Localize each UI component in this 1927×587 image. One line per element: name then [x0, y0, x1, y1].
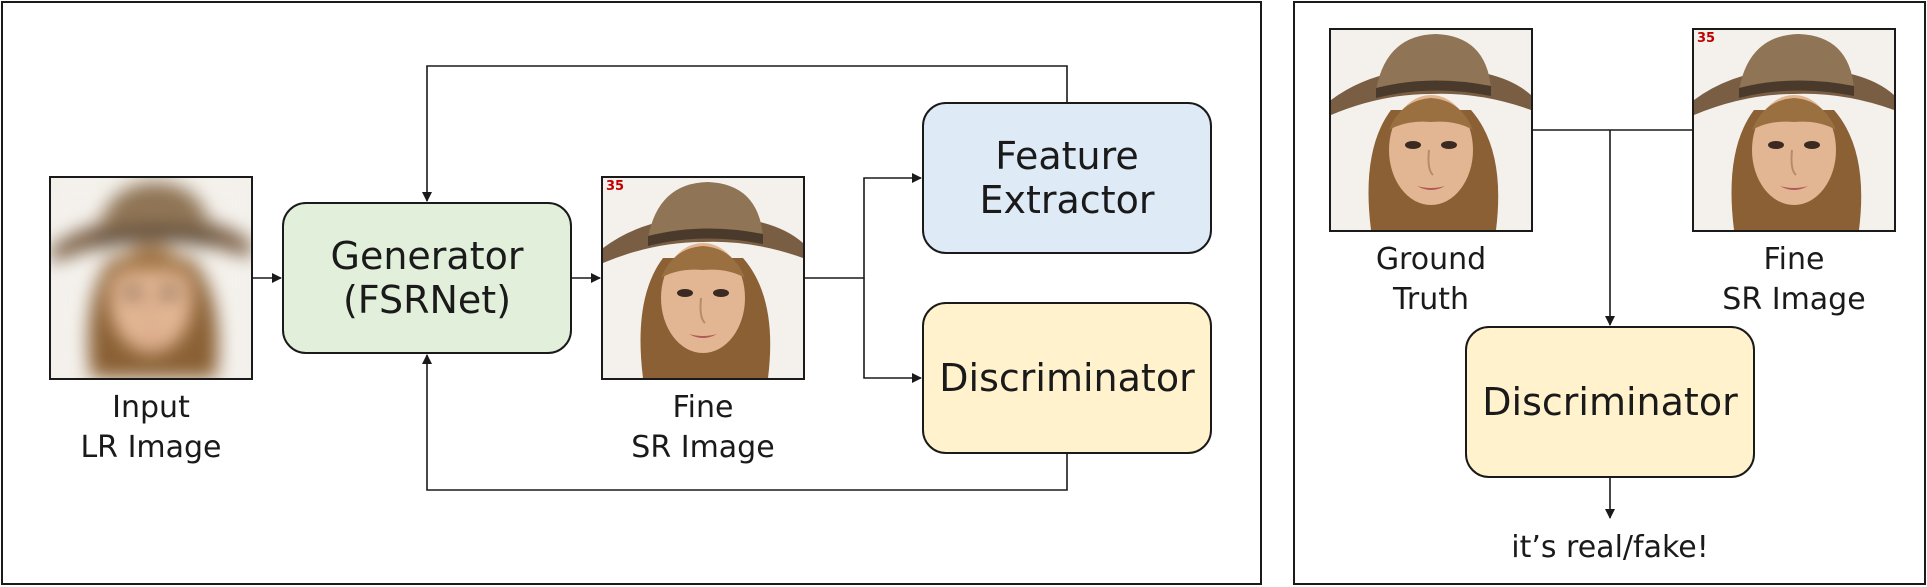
discriminator-label: Discriminator	[1482, 380, 1738, 424]
ground-truth-image	[1329, 28, 1533, 232]
discriminator-label: Discriminator	[939, 356, 1195, 400]
generator-label: Generator	[330, 234, 524, 278]
ground-truth-caption: Ground Truth	[1321, 240, 1541, 320]
feature-extractor-label: Feature	[995, 134, 1139, 178]
discriminator-box-right: Discriminator	[1465, 326, 1755, 478]
caption-line: Truth	[1392, 282, 1470, 317]
sr-image-badge: 35	[606, 179, 625, 194]
caption-line: SR Image	[1722, 282, 1866, 317]
input-lr-image	[49, 176, 253, 380]
caption-line: Fine	[1763, 242, 1825, 277]
caption-line: Ground	[1375, 242, 1487, 277]
caption-line: Input	[112, 390, 190, 425]
feature-extractor-label: Extractor	[979, 178, 1155, 222]
generator-sublabel: (FSRNet)	[342, 278, 512, 322]
feature-extractor-box: Feature Extractor	[922, 102, 1212, 254]
sr-image-badge: 35	[1697, 31, 1716, 46]
fine-sr-image: 35	[601, 176, 805, 380]
input-lr-image-caption: Input LR Image	[41, 388, 261, 468]
verdict-text: it’s real/fake!	[1511, 530, 1709, 565]
caption-line: SR Image	[631, 430, 775, 465]
fine-sr-image-caption: Fine SR Image	[593, 388, 813, 468]
generator-box: Generator (FSRNet)	[282, 202, 572, 354]
caption-line: LR Image	[80, 430, 222, 465]
fine-sr-image-right-caption: Fine SR Image	[1684, 240, 1904, 320]
caption-line: Fine	[672, 390, 734, 425]
fine-sr-image-right: 35	[1692, 28, 1896, 232]
discriminator-box: Discriminator	[922, 302, 1212, 454]
